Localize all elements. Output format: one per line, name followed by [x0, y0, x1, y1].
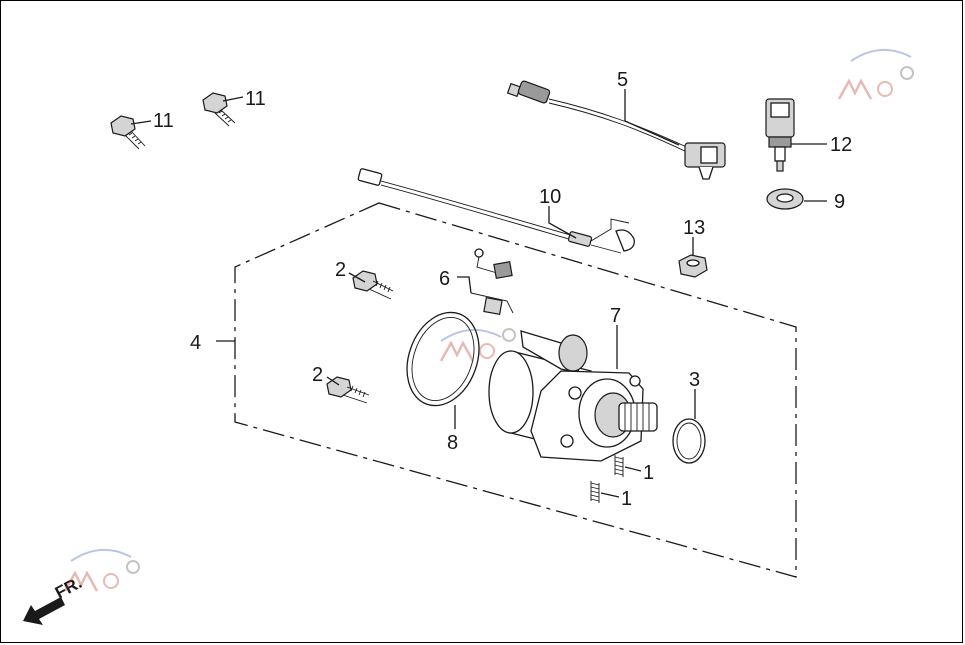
callout-6: 6 [439, 268, 450, 290]
bolt-11-right [202, 92, 236, 127]
gasket-8 [406, 311, 480, 407]
assembly-boundary [234, 202, 797, 578]
callout-3: 3 [689, 369, 700, 391]
bolt-2-upper [352, 270, 394, 300]
callout-numbers: 11 11 5 12 9 10 13 2 6 4 7 2 3 8 1 1 [153, 69, 852, 510]
watermark-logo-center [439, 328, 516, 362]
o-ring-3 [672, 418, 706, 464]
callout-4: 4 [190, 332, 201, 354]
callout-13: 13 [683, 217, 705, 239]
callout-11-left: 11 [153, 110, 174, 132]
temp-sensor-12 [765, 98, 795, 172]
callout-11-right: 11 [245, 88, 266, 110]
front-label: FR. [52, 573, 85, 603]
callout-8: 8 [447, 432, 458, 454]
watermark-logo-top [837, 48, 914, 100]
callout-2-lower: 2 [312, 364, 323, 386]
callout-1-upper: 1 [643, 462, 654, 484]
bolt-11-left [110, 115, 146, 150]
spring-1-lower [590, 481, 600, 503]
leader-lines [130, 89, 827, 498]
callout-12: 12 [830, 134, 852, 156]
front-direction-arrow: FR. [23, 573, 85, 625]
callout-2-upper: 2 [335, 259, 346, 281]
watermark-logo-bottom [63, 548, 140, 592]
sensor-cable-5 [506, 80, 726, 180]
callout-5: 5 [617, 69, 628, 91]
starter-motor-7 [488, 330, 658, 462]
callout-7: 7 [610, 305, 621, 327]
wire-harness-10 [357, 168, 635, 254]
nut-13 [678, 254, 708, 278]
spring-1-upper [614, 455, 624, 477]
callout-1-lower: 1 [621, 488, 632, 510]
callout-10: 10 [539, 186, 561, 208]
washer-9 [766, 188, 804, 210]
callout-9: 9 [834, 191, 845, 213]
brush-holder-6 [470, 248, 514, 315]
bolt-2-lower [326, 376, 370, 404]
